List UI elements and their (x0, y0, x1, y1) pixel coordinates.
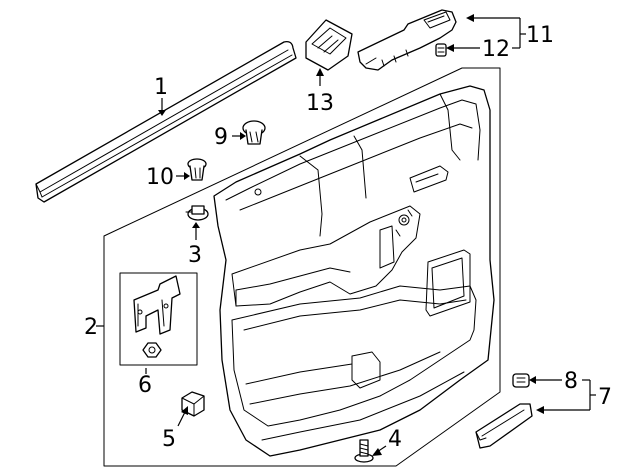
callout-11: 11 (526, 23, 554, 48)
part-12-clip (435, 43, 447, 57)
part-7-trim-piece (475, 403, 533, 449)
part-2-door-trim-panel (103, 67, 501, 467)
part-13-window-switch (305, 19, 353, 71)
arrow-10 (184, 172, 190, 180)
arrow-8 (529, 376, 536, 384)
callout-8: 8 (564, 369, 578, 394)
part-1-belt-weatherstrip (35, 40, 297, 203)
arrow-9 (240, 132, 246, 140)
arrow-7 (536, 406, 544, 414)
callout-labels: 1 2 3 4 5 6 7 8 9 10 11 12 13 (84, 23, 612, 452)
arrow-12 (446, 44, 454, 52)
callout-7: 7 (598, 385, 612, 410)
callout-6: 6 (138, 373, 152, 398)
callout-2: 2 (84, 315, 98, 340)
callout-3: 3 (188, 243, 202, 268)
callout-5: 5 (162, 427, 176, 452)
arrow-4 (372, 448, 382, 456)
callout-12: 12 (482, 37, 510, 62)
callout-13: 13 (306, 91, 334, 116)
leader-lines (96, 14, 596, 456)
callout-4: 4 (388, 427, 402, 452)
arrow-1 (158, 110, 166, 116)
arrow-5 (181, 406, 188, 415)
part-3-screw (185, 205, 209, 221)
arrow-3 (192, 222, 200, 228)
part-9-retainer (242, 120, 266, 145)
part-11-switch-bezel (357, 9, 457, 71)
part-8-clip (512, 373, 530, 388)
callout-9: 9 (214, 125, 228, 150)
arrow-11 (466, 14, 474, 22)
arrow-13 (316, 68, 324, 76)
part-4-bolt (354, 439, 374, 463)
part-10-clip (187, 158, 207, 181)
callout-10: 10 (146, 165, 174, 190)
part-6-bracket-box (119, 272, 198, 366)
callout-1: 1 (154, 75, 168, 100)
